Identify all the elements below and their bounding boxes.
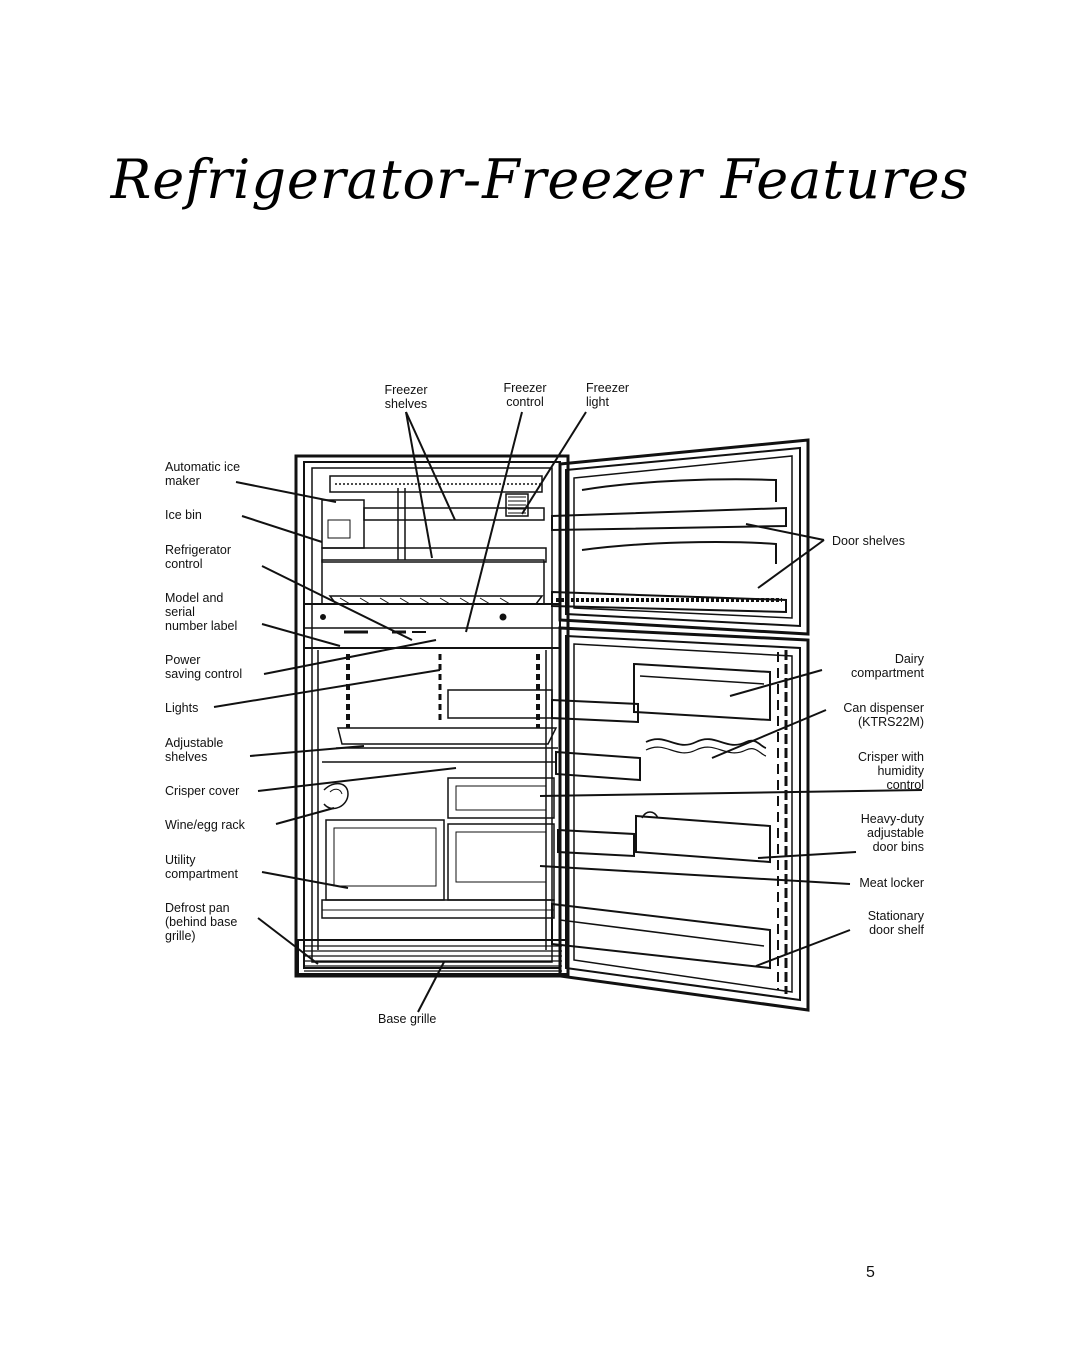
label-defrost-pan: Defrost pan (behind base grille)	[165, 901, 238, 943]
label-stationary-door-shelf: Stationary door shelf	[867, 909, 924, 937]
label-adjustable-shelves: Adjustable shelves	[165, 736, 224, 764]
label-door-shelves: Door shelves	[832, 534, 905, 548]
label-freezer-control: Freezer control	[503, 381, 547, 409]
page-title: Refrigerator-Freezer Features	[110, 148, 970, 211]
label-model-serial-label: Model and serial number label	[165, 591, 238, 633]
label-freezer-light: Freezer light	[586, 381, 630, 409]
fresh-food-section	[317, 650, 558, 950]
label-crisper-cover: Crisper cover	[165, 784, 240, 798]
label-ice-bin: Ice bin	[165, 508, 202, 522]
label-refrigerator-control: Refrigerator control	[165, 543, 231, 571]
base-grille-drawing	[297, 939, 569, 975]
label-dairy-compartment: Dairy compartment	[851, 652, 924, 680]
label-lights: Lights	[165, 701, 199, 715]
freezer-section	[321, 475, 547, 605]
cabinet	[294, 454, 570, 978]
leader-lines	[213, 411, 923, 1013]
label-crisper-humidity: Crisper with humidity control	[858, 750, 924, 792]
label-heavy-duty-door-bins: Heavy-duty adjustable door bins	[860, 812, 924, 854]
label-power-saving-control: Power saving control	[165, 653, 243, 681]
label-wine-egg-rack: Wine/egg rack	[165, 818, 245, 832]
label-automatic-ice-maker: Automatic ice maker	[165, 460, 241, 488]
label-meat-locker: Meat locker	[859, 876, 924, 890]
fresh-food-door	[551, 626, 810, 1012]
label-freezer-shelves: Freezer shelves	[384, 383, 428, 411]
label-base-grille: Base grille	[378, 1012, 437, 1026]
label-utility-compartment: Utility compartment	[165, 853, 238, 881]
label-can-dispenser: Can dispenser (KTRS22M)	[843, 701, 924, 729]
page-number: 5	[866, 1264, 875, 1281]
freezer-door	[551, 438, 810, 636]
